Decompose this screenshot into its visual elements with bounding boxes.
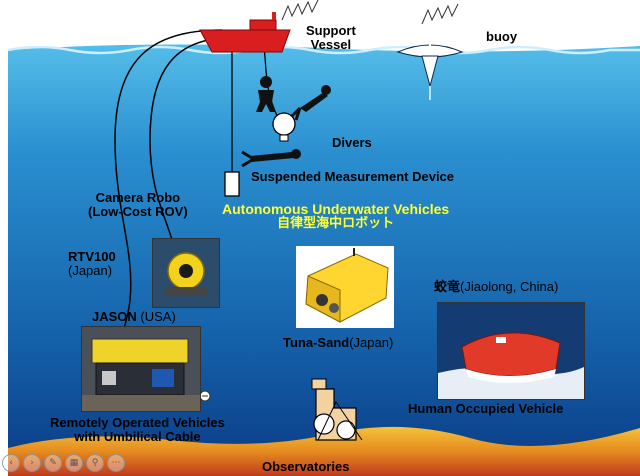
hov-label: Human Occupied Vehicle (408, 401, 564, 416)
camera-robo-label: Camera Robo (Low-Cost ROV) (88, 190, 188, 220)
rtv100-label: RTV100 (Japan) (68, 249, 116, 279)
tuna-sand-photo (296, 246, 394, 328)
ship-icon (199, 12, 291, 53)
slides-icon[interactable]: ▦ (65, 454, 83, 472)
divers-label: Divers (332, 135, 372, 150)
buoy-label: buoy (486, 29, 518, 44)
rov-label: Remotely Operated Vehicles with Umbilica… (50, 415, 225, 445)
camera-robo-cable (149, 37, 227, 241)
back-icon[interactable]: ‹ (2, 454, 20, 472)
tuna-sand-label: Tuna-Sand(Japan) (283, 335, 394, 350)
cursor-icon (199, 390, 211, 402)
radio-wave-icon (421, 3, 459, 25)
play-icon[interactable]: › (23, 454, 41, 472)
diver-icon (256, 76, 276, 112)
auv-label-en: Autonomous Underwater Vehicles (222, 201, 450, 217)
slideshow-toolbar: ‹ › ✎ ▦ ⚲ ⋯ (2, 454, 125, 472)
radio-wave-icon (281, 0, 319, 21)
umbilical-cable (114, 29, 223, 351)
auv-label: Autonomous Underwater Vehicles 自律型海中ロボット (222, 201, 450, 232)
jiaolong-label: 蛟竜(Jiaolong, China) (434, 279, 559, 295)
suspended-device-label: Suspended Measurement Device (251, 169, 455, 184)
jason-label: JASON (USA) (92, 309, 176, 324)
diving-bell-icon (272, 112, 296, 142)
zoom-icon[interactable]: ⚲ (86, 454, 104, 472)
diver-icon (290, 85, 331, 121)
observatories-label: Observatories (262, 459, 350, 474)
seafloor (8, 426, 640, 476)
support-vessel-label: Support Vessel (306, 23, 356, 53)
camera-robo-photo (152, 238, 220, 308)
sea-surface (7, 45, 640, 55)
observatory-icon (311, 378, 363, 441)
edit-icon[interactable]: ✎ (44, 454, 62, 472)
buoy-icon (396, 22, 464, 100)
auv-label-jp: 自律型海中ロボット (277, 216, 395, 232)
suspended-device (224, 171, 240, 197)
jason-rov-photo (81, 326, 201, 412)
more-icon[interactable]: ⋯ (107, 454, 125, 472)
jiaolong-hov-photo (437, 302, 585, 400)
diver-icon (241, 149, 301, 168)
